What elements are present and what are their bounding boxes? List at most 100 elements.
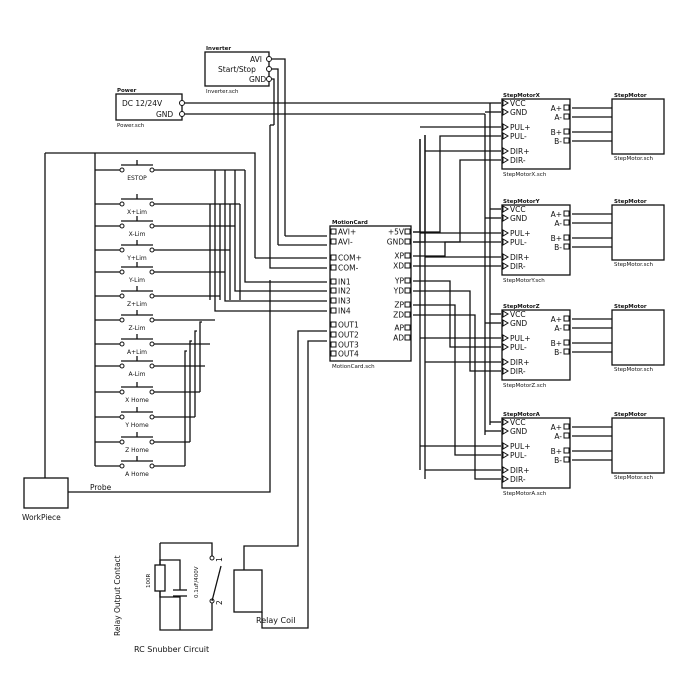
motion-card-right-pin-terminal (404, 252, 411, 259)
power-pin-dc-terminal (179, 100, 185, 106)
switch-label: X-Lim (129, 231, 146, 238)
wire-switch-common (45, 152, 256, 258)
switch-actuator (121, 334, 153, 340)
driver-left-pin: DIR+ (510, 466, 529, 475)
wire-pul-minus (413, 135, 501, 233)
driver-left-pin: PUL+ (510, 442, 530, 451)
driver-right-pin-terminal (563, 456, 570, 463)
wire-home-bus (194, 330, 197, 417)
driver-right-pin-terminal (563, 243, 570, 250)
driver-right-pin-terminal (563, 315, 570, 322)
driver-right-pin-terminal (563, 348, 570, 355)
motion-card-right-pin: AD (393, 334, 404, 343)
switch-terminal-a (119, 247, 125, 253)
switch-label: Z-Lim (128, 325, 145, 332)
driver-left-pin: PUL- (510, 343, 527, 352)
driver-box (501, 204, 571, 276)
driver-left-pin: GND (510, 319, 527, 328)
switch-actuator (121, 240, 153, 246)
limit-switch: Z-Lim (95, 310, 215, 332)
inverter-box (204, 51, 270, 87)
wires (44, 58, 491, 631)
driver-right-pin-terminal (563, 324, 570, 331)
motion-card-left-pin-terminal (330, 264, 337, 271)
driver-left-pin-terminal (502, 147, 509, 155)
wire-mc-5v (413, 139, 421, 233)
motion-card-left-pin-terminal (330, 254, 337, 261)
switch-terminal-a (119, 293, 125, 299)
switch-label: Y-Lim (128, 277, 145, 284)
step-motor-box (611, 204, 665, 261)
switch-terminal-b (149, 414, 155, 420)
driver-left-pin-terminal (502, 108, 509, 116)
driver-right-pin-terminal (563, 432, 570, 439)
limit-switch: X+Lim (95, 194, 240, 216)
motion-card-right-pin: ZD (393, 311, 404, 320)
driver-left-pin-terminal (502, 475, 509, 483)
driver-left-pin: DIR- (510, 156, 526, 165)
driver-right-pin: A- (554, 324, 562, 333)
driver-left-pin-terminal (502, 214, 509, 222)
driver-right-pin-terminal (563, 219, 570, 226)
motion-card-left-pin: OUT4 (338, 350, 359, 359)
driver-left-pin-terminal (502, 334, 509, 342)
switch-label: Z+Lim (127, 301, 147, 308)
driver-right-pin: A- (554, 219, 562, 228)
motion-card-right-pin: XP (394, 252, 404, 261)
switch-label: Z Home (125, 447, 149, 454)
driver-left-pin: PUL+ (510, 229, 530, 238)
wire-mc-gnd (413, 135, 426, 243)
motion-card-right-pin: XD (393, 262, 404, 271)
motion-card-left-pin: AVI+ (338, 228, 356, 237)
motion-card-left-pin: IN4 (338, 307, 351, 316)
switch-terminal-b (149, 463, 155, 469)
switch-actuator (121, 456, 153, 462)
switch-terminal-b (149, 167, 155, 173)
motion-card-right-pin-terminal (404, 228, 411, 235)
driver-title: StepMotorZ (503, 304, 540, 310)
limit-switch: Z Home (95, 432, 190, 454)
driver-right-pin-terminal (563, 104, 570, 111)
switch-label: A+Lim (127, 349, 147, 356)
driver-right-pin: A+ (551, 104, 562, 113)
driver-left-pin-terminal (502, 229, 509, 237)
inverter-pin-avi: AVI (250, 55, 262, 64)
motion-card-box (329, 225, 412, 362)
driver-title: StepMotorA (503, 412, 541, 418)
driver-box (501, 309, 571, 381)
limit-switch: X Home (95, 382, 200, 404)
limit-switch: Y+Lim (95, 240, 230, 262)
wire-out2-relay (261, 340, 327, 629)
switch-terminal-a (119, 414, 125, 420)
inverter-gnd-terminal (266, 76, 272, 82)
motor-title: StepMotor (614, 304, 647, 310)
switch-label: ESTOP (127, 175, 147, 182)
driver-left-pin: PUL- (510, 132, 527, 141)
driver-left-pin-terminal (502, 123, 509, 131)
driver-left-pin: GND (510, 214, 527, 223)
motion-card-left-pin-terminal (330, 238, 337, 245)
power-pin-gnd-terminal (179, 111, 185, 117)
power-sch: Power.sch (117, 123, 145, 129)
motion-card-left-pin: OUT2 (338, 331, 359, 340)
driver-left-pin-terminal (502, 358, 509, 366)
motion-card-left-pin-terminal (330, 331, 337, 338)
workpiece-block: WorkPiece Probe (22, 477, 112, 522)
switch-terminal-a (119, 363, 125, 369)
limit-switch: A-Lim (95, 356, 205, 378)
motion-card-left-pin-terminal (330, 321, 337, 328)
driver-left-pin: PUL+ (510, 123, 530, 132)
driver-left-pin: VCC (510, 310, 526, 319)
wire-com-minus (269, 125, 327, 269)
driver-right-pin-terminal (563, 137, 570, 144)
switch-terminal-a (119, 167, 125, 173)
switch-terminal-a (119, 439, 125, 445)
driver-left-pin-terminal (502, 427, 509, 435)
switch-terminal-a (119, 269, 125, 275)
driver-left-pin-terminal (502, 132, 509, 140)
motion-card-right-pin: YP (394, 277, 405, 286)
driver-left-pin: PUL- (510, 451, 527, 460)
driver-right-pin: B- (554, 243, 562, 252)
wire-inverter-gnd (272, 78, 275, 125)
driver-left-pin-terminal (502, 343, 509, 351)
